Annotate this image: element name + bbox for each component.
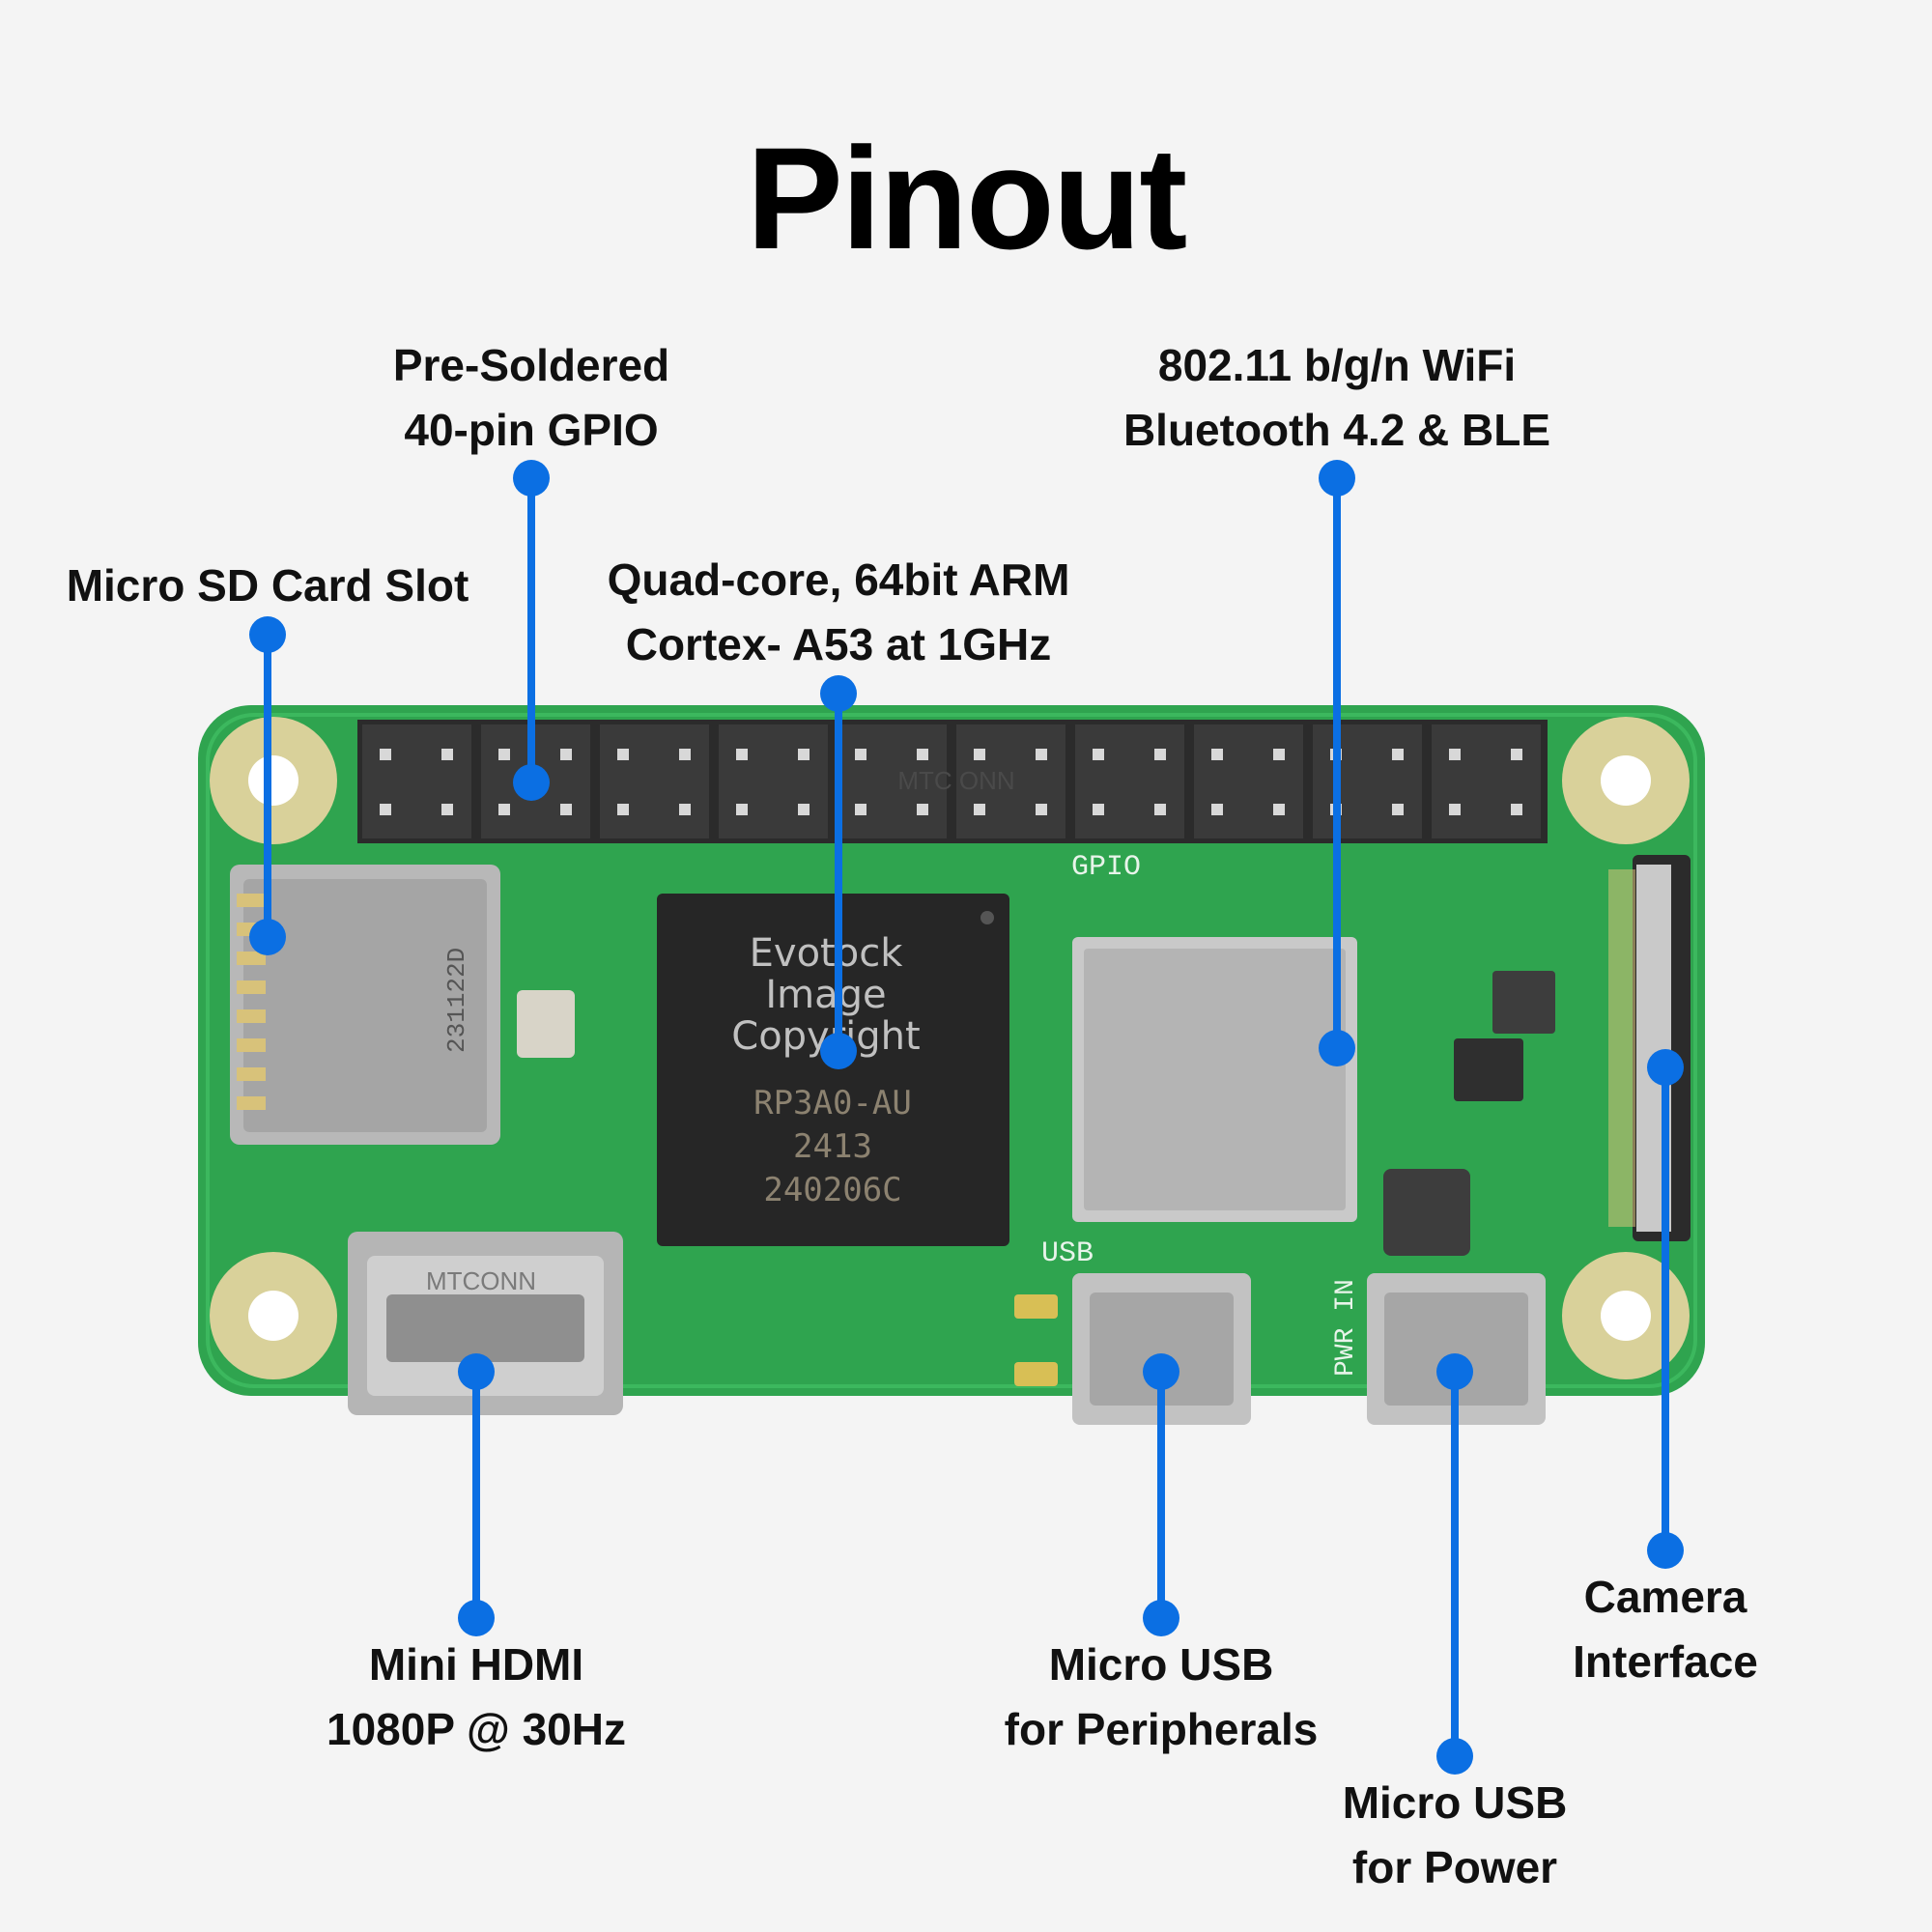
label-gpio-line: 40-pin GPIO	[404, 405, 659, 455]
hdmi-brand-text: MTCONN	[426, 1266, 536, 1295]
mini-hdmi-port: MTCONN	[348, 1232, 623, 1415]
label-wifi: 802.11 b/g/n WiFi Bluetooth 4.2 & BLE	[1095, 333, 1578, 463]
label-hdmi-line: 1080P @ 30Hz	[327, 1704, 626, 1754]
pcb-inner-shade	[206, 713, 1697, 1388]
callout-dot-sd-target	[249, 919, 286, 955]
label-hdmi: Mini HDMI 1080P @ 30Hz	[283, 1633, 669, 1762]
mounting-hole	[1601, 755, 1651, 806]
sd-code-text: 231122D	[442, 948, 471, 1053]
label-usb-power-line: Micro USB	[1342, 1777, 1568, 1828]
usb-power-port	[1367, 1273, 1546, 1425]
label-cpu-line: Cortex- A53 at 1GHz	[625, 619, 1052, 669]
usb-peripheral-port	[1072, 1273, 1251, 1425]
pwr-in-silkscreen: PWR IN	[1331, 1279, 1361, 1377]
header-brand-text: MTC ONN	[897, 766, 1014, 795]
label-usb-power-line: for Power	[1351, 1842, 1558, 1892]
callout-dot-usb-power	[1436, 1738, 1473, 1775]
label-wifi-line: 802.11 b/g/n WiFi	[1157, 340, 1517, 390]
callout-dot-usb-peripherals	[1143, 1600, 1179, 1636]
label-cpu: Quad-core, 64bit ARM Cortex- A53 at 1GHz	[549, 548, 1128, 677]
mounting-holes	[210, 717, 1690, 1379]
label-usb-peripherals-line: Micro USB	[1048, 1639, 1274, 1690]
callout-dot-hdmi-target	[458, 1353, 495, 1390]
label-gpio-line: Pre-Soldered	[392, 340, 670, 390]
soc-chip: Evotock Image Copyright RP3A0-AU 2413 24…	[657, 894, 1009, 1246]
callout-dot-wifi	[1319, 460, 1355, 497]
label-usb-peripherals: Micro USB for Peripherals	[968, 1633, 1354, 1762]
crystal	[517, 990, 575, 1058]
callout-dot-sd	[249, 616, 286, 653]
callout-dot-cpu-target	[820, 1033, 857, 1069]
callout-dot-camera	[1647, 1532, 1684, 1569]
label-hdmi-line: Mini HDMI	[368, 1639, 584, 1690]
chip-marking: RP3A0-AU	[753, 1084, 912, 1122]
callout-dot-gpio	[513, 460, 550, 497]
label-camera-line: Camera	[1583, 1572, 1747, 1622]
watermark-line: Evotock	[750, 931, 904, 976]
gold-pads	[1014, 1294, 1058, 1386]
camera-connector	[1608, 855, 1690, 1241]
small-ic	[1454, 1038, 1523, 1101]
label-camera-line: Interface	[1573, 1636, 1758, 1687]
label-gpio: Pre-Soldered 40-pin GPIO	[338, 333, 724, 463]
label-camera: Camera Interface	[1520, 1565, 1810, 1694]
callout-dot-camera-target	[1647, 1049, 1684, 1086]
callout-dot-usb-peripherals-target	[1143, 1353, 1179, 1390]
callout-dot-hdmi	[458, 1600, 495, 1636]
small-ic	[1492, 971, 1555, 1034]
label-usb-power: Micro USB for Power	[1310, 1771, 1600, 1900]
callout-dot-gpio-target	[513, 764, 550, 801]
mounting-hole	[248, 755, 298, 806]
chip-marking: 2413	[793, 1127, 872, 1166]
label-usb-peripherals-line: for Peripherals	[1004, 1704, 1319, 1754]
callout-dot-wifi-target	[1319, 1030, 1355, 1066]
pmic-chip	[1383, 1169, 1470, 1256]
callout-dot-cpu	[820, 675, 857, 712]
label-wifi-line: Bluetooth 4.2 & BLE	[1122, 405, 1551, 455]
watermark-line: Image	[765, 973, 886, 1017]
usb-silkscreen: USB	[1041, 1237, 1094, 1270]
chip-marking: 240206C	[763, 1171, 901, 1209]
sd-card-slot: 231122D	[230, 865, 500, 1145]
label-sd-line: Micro SD Card Slot	[66, 560, 469, 611]
page-title: Pinout	[746, 117, 1188, 279]
gpio-header: MTC ONN	[357, 720, 1548, 843]
gpio-silkscreen: GPIO	[1071, 851, 1141, 884]
wifi-module-shield	[1072, 937, 1357, 1222]
mounting-hole	[1601, 1291, 1651, 1341]
mounting-hole	[248, 1291, 298, 1341]
label-cpu-line: Quad-core, 64bit ARM	[607, 554, 1070, 605]
callouts	[249, 460, 1684, 1775]
label-sd: Micro SD Card Slot	[26, 554, 509, 618]
callout-dot-usb-power-target	[1436, 1353, 1473, 1390]
